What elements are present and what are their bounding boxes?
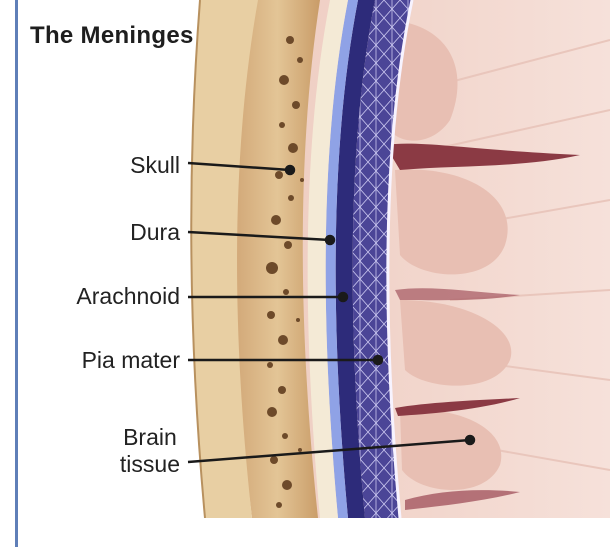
label-arachnoid: Arachnoid [76, 283, 180, 310]
leader-dot-pia-mater [374, 356, 382, 364]
leader-dot-dura [326, 236, 334, 244]
label-dura: Dura [130, 219, 180, 246]
label-brain-line2: tissue [120, 451, 180, 478]
label-brain-line1: Brain [120, 424, 180, 451]
leader-dot-arachnoid [339, 293, 347, 301]
leader-dot-brain-tissue [466, 436, 474, 444]
label-brain-tissue: Brain tissue [120, 424, 180, 478]
diagram-title: The Meninges [30, 22, 194, 50]
label-pia-mater: Pia mater [82, 347, 180, 374]
label-skull: Skull [130, 152, 180, 179]
leader-dot-skull [286, 166, 294, 174]
